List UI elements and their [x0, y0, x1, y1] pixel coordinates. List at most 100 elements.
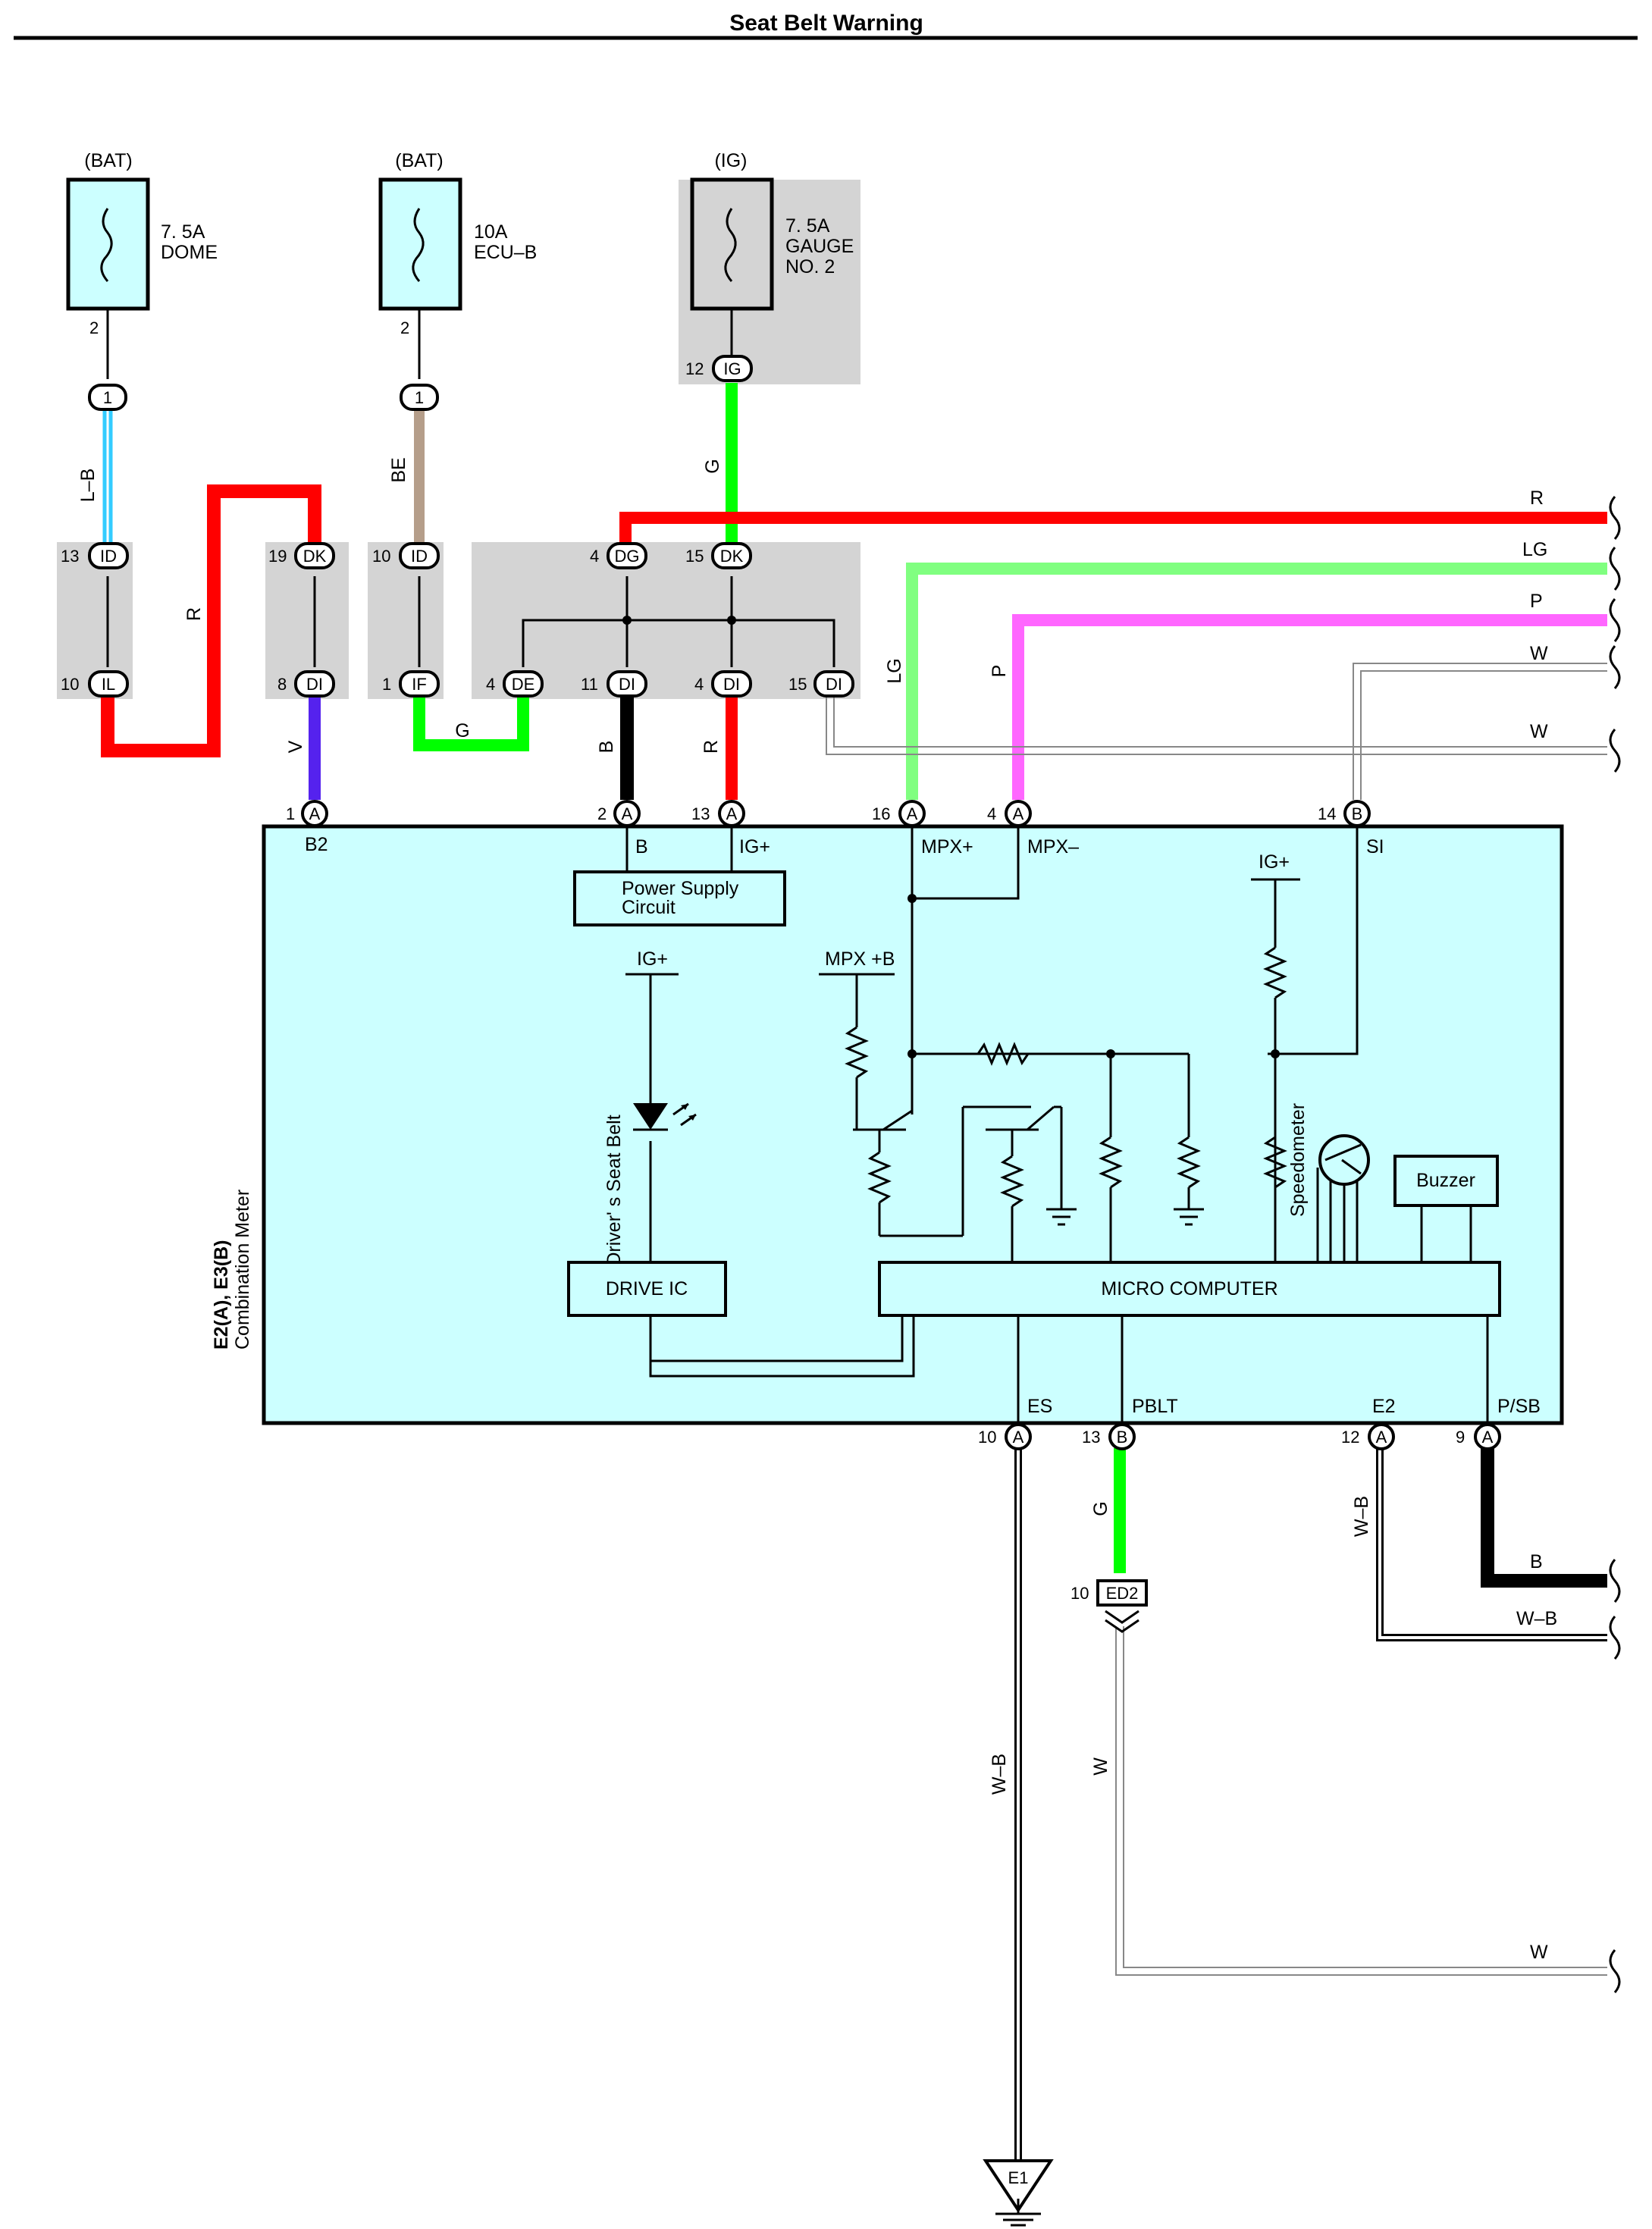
- svg-text:DOME: DOME: [161, 242, 218, 263]
- connector-dk-r: DK 15: [685, 542, 752, 569]
- wire-p-right-label: P: [1530, 591, 1543, 612]
- wire-r-left-label: R: [183, 607, 205, 621]
- svg-text:P/SB: P/SB: [1497, 1396, 1541, 1417]
- svg-text:W: W: [1530, 1942, 1548, 1963]
- wire-b-main-label: B: [596, 741, 617, 754]
- svg-text:MPX+: MPX+: [921, 836, 973, 857]
- svg-text:9: 9: [1456, 1428, 1465, 1447]
- wire-p: [1012, 614, 1607, 800]
- wire-r-left: [101, 484, 321, 757]
- svg-text:W: W: [1530, 643, 1548, 664]
- svg-text:A: A: [1013, 1428, 1024, 1447]
- svg-text:B: B: [1117, 1428, 1128, 1447]
- svg-text:13: 13: [1082, 1428, 1100, 1447]
- wire-g-if-de-label: G: [455, 720, 469, 741]
- svg-text:MPX +B: MPX +B: [825, 948, 895, 970]
- svg-text:DK: DK: [720, 547, 744, 566]
- svg-text:15: 15: [788, 675, 807, 694]
- wire-b-psb-label: B: [1530, 1551, 1543, 1572]
- wire-v-label: V: [285, 740, 306, 753]
- svg-text:IG+: IG+: [637, 948, 668, 970]
- wire-w-b-e2: W–B W–B: [1351, 1448, 1607, 1641]
- svg-text:1: 1: [382, 675, 391, 694]
- svg-text:W–B: W–B: [1516, 1608, 1557, 1629]
- buzzer: Buzzer: [1393, 1155, 1499, 1262]
- svg-text:PBLT: PBLT: [1132, 1396, 1178, 1417]
- terminal-b13: B 13 PBLT: [1082, 1396, 1178, 1450]
- svg-text:10: 10: [61, 675, 79, 694]
- svg-text:10: 10: [1071, 1584, 1089, 1603]
- wire-w-b-es: W–B: [989, 1448, 1022, 2161]
- junction-internal: [522, 576, 835, 667]
- ground-e1-icon: E1: [983, 2159, 1054, 2227]
- svg-text:4: 4: [694, 675, 704, 694]
- svg-text:A: A: [622, 804, 633, 823]
- svg-text:10: 10: [372, 547, 390, 566]
- svg-text:7. 5A: 7. 5A: [785, 215, 830, 237]
- fuse-dome: (BAT) 7. 5A DOME 2: [66, 150, 218, 379]
- connector-dk-l: DK 19: [268, 542, 335, 569]
- connector-c2-top: 1: [400, 384, 439, 411]
- svg-text:A: A: [1013, 804, 1024, 823]
- meter-name-line2: Combination Meter: [232, 1190, 253, 1350]
- svg-text:(IG): (IG): [714, 150, 747, 171]
- svg-text:14: 14: [1318, 804, 1336, 823]
- svg-text:13: 13: [691, 804, 710, 823]
- connector-dg: DG 4: [590, 542, 647, 569]
- wire-w-si: W: [1353, 643, 1607, 800]
- fuse-gauge-no2: (IG) 7. 5A GAUGE NO. 2: [690, 150, 854, 356]
- terminal-a13: A 13 IG+: [691, 800, 770, 857]
- connector-ed2: ED2 10: [1071, 1579, 1148, 1633]
- svg-text:16: 16: [872, 804, 890, 823]
- connector-di-11: DI 11: [581, 670, 647, 698]
- terminal-a16: A 16 MPX+: [872, 800, 973, 857]
- mpx-b-network: MPX +B: [819, 948, 1204, 1266]
- svg-text:Buzzer: Buzzer: [1416, 1170, 1475, 1191]
- terminal-a1: A 1 B2: [286, 800, 328, 855]
- svg-text:IG: IG: [723, 359, 741, 378]
- junction-block-gauge: [679, 180, 860, 384]
- svg-text:IF: IF: [412, 675, 427, 694]
- ig-plus-right: IG+: [1251, 851, 1300, 1266]
- svg-text:10: 10: [978, 1428, 996, 1447]
- svg-text:7. 5A: 7. 5A: [161, 221, 205, 243]
- svg-text:W: W: [1090, 1757, 1111, 1776]
- svg-text:DE: DE: [512, 675, 535, 694]
- svg-text:B: B: [635, 836, 648, 857]
- svg-text:2: 2: [597, 804, 607, 823]
- svg-text:2: 2: [89, 318, 99, 337]
- svg-text:4: 4: [590, 547, 599, 566]
- wire-lg-vert-label: LG: [884, 658, 905, 683]
- speedometer-label: Speedometer: [1287, 1103, 1309, 1217]
- svg-text:Power Supply: Power Supply: [622, 878, 739, 899]
- terminal-a12: A 12 E2: [1341, 1396, 1396, 1450]
- wire-r-ig-label: R: [701, 740, 722, 754]
- svg-text:SI: SI: [1366, 836, 1384, 857]
- svg-text:A: A: [1482, 1428, 1494, 1447]
- svg-text:W–B: W–B: [1351, 1496, 1372, 1537]
- svg-text:DRIVE IC: DRIVE IC: [606, 1278, 688, 1299]
- connector-ig: IG 12: [685, 355, 753, 382]
- svg-text:GAUGE: GAUGE: [785, 236, 854, 257]
- terminal-a2: A 2 B: [597, 800, 648, 857]
- drive-ic: DRIVE IC: [567, 1261, 727, 1317]
- svg-text:DI: DI: [723, 675, 740, 694]
- connector-di-4: DI 4: [694, 670, 752, 698]
- svg-text:11: 11: [581, 675, 598, 694]
- meter-name-line1: E2(A), E3(B): [211, 1240, 232, 1350]
- seat-belt-led-icon: [633, 974, 697, 1131]
- link-arrows: [106, 576, 421, 667]
- fuse-ecu-b: (BAT) 10A ECU–B 2: [378, 150, 537, 379]
- power-supply-circuit: Power Supply Circuit: [573, 870, 786, 926]
- terminal-a4: A 4 MPX–: [987, 800, 1079, 857]
- svg-text:12: 12: [685, 359, 704, 378]
- svg-text:1: 1: [286, 804, 295, 823]
- connector-c1-top: 1: [88, 384, 127, 411]
- svg-text:IG+: IG+: [739, 836, 770, 857]
- wire-lg: [906, 563, 1607, 800]
- svg-text:13: 13: [61, 547, 79, 566]
- svg-text:1: 1: [103, 388, 112, 407]
- wire-g-if-de: [413, 694, 529, 751]
- wire-r-main: [619, 512, 1607, 546]
- svg-text:W–B: W–B: [989, 1754, 1010, 1795]
